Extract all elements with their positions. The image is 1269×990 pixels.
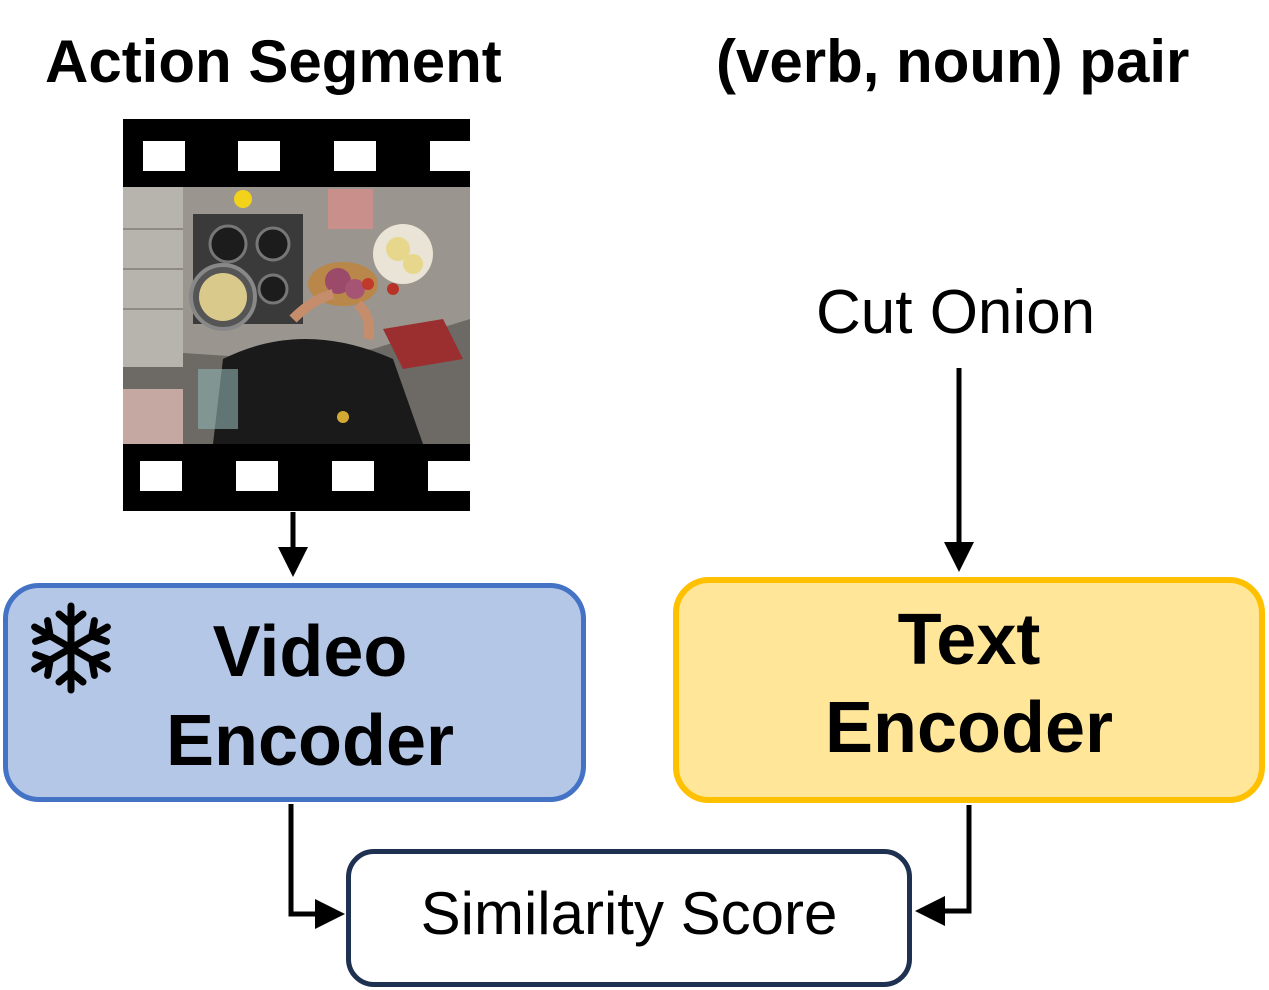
action-segment-heading: Action Segment [45, 28, 502, 95]
text-encoder-label-line2: Encoder [824, 688, 1114, 768]
arrow-text-encoder-to-score [915, 805, 972, 926]
kitchen-scene-image [123, 187, 470, 444]
verb-noun-pair-heading: (verb, noun) pair [716, 28, 1190, 95]
filmstrip-bottom-holes [140, 461, 470, 491]
filmstrip-top-holes [143, 141, 470, 171]
similarity-score-box [346, 849, 912, 987]
action-segment-video-frame [123, 119, 470, 511]
text-encoder-box [673, 577, 1265, 803]
similarity-score-label: Similarity Score [420, 880, 838, 947]
video-encoder-label-line1: Video [212, 612, 408, 692]
snowflake-icon [31, 602, 111, 694]
query-text: Cut Onion [816, 278, 1096, 347]
video-encoder-label-line2: Encoder [165, 701, 455, 781]
video-encoder-box [3, 583, 586, 802]
text-encoder-label-line1: Text [897, 600, 1041, 680]
arrow-video-encoder-to-score [288, 804, 345, 929]
